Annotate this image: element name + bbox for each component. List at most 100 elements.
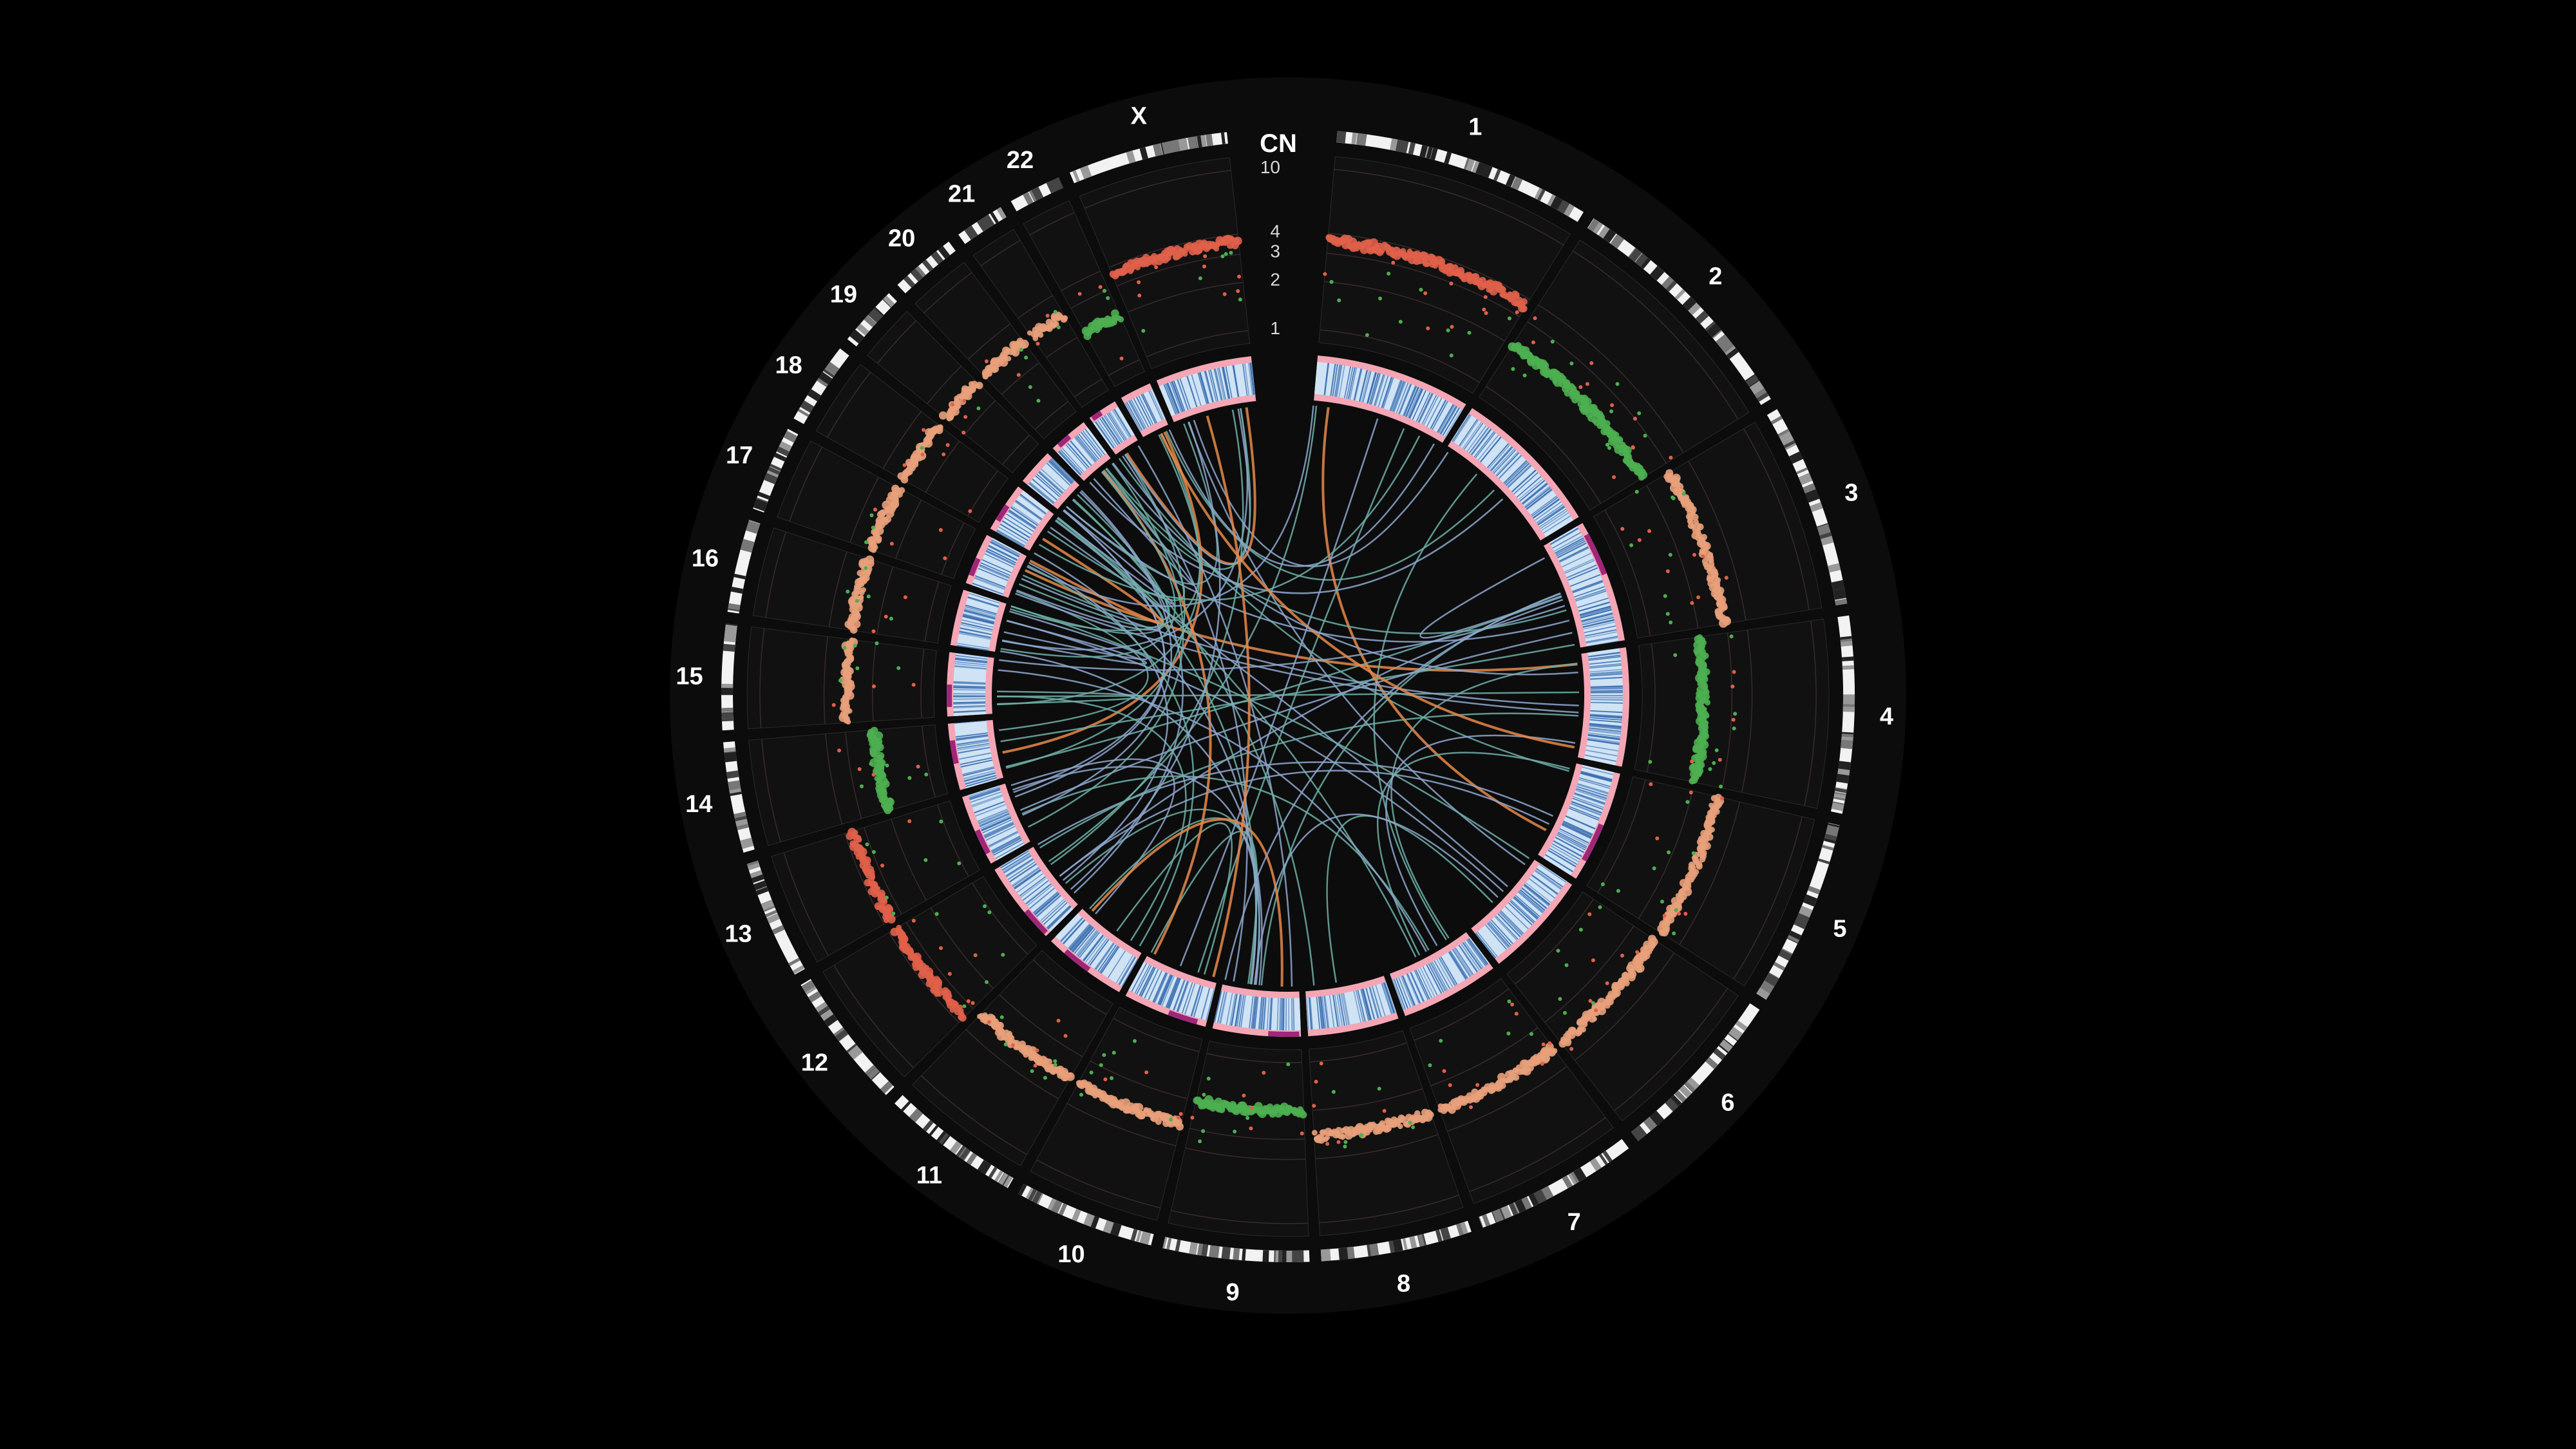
- ideogram-band: [994, 1170, 1003, 1182]
- heat-cell: [1067, 442, 1090, 468]
- heat-cell: [1574, 793, 1605, 805]
- cn-outlier: [1286, 1062, 1291, 1066]
- ideogram-band: [883, 295, 895, 308]
- cn-outlier: [1668, 553, 1672, 557]
- sv-link: [996, 691, 1579, 697]
- sv-link: [996, 695, 1187, 942]
- heat-cell: [1458, 945, 1478, 972]
- heat-cell: [1075, 929, 1097, 956]
- sv-link: [1074, 489, 1184, 894]
- heat-cell: [1226, 992, 1233, 1025]
- cn-tick-label: 1: [1270, 318, 1280, 338]
- heat-cell: [1589, 719, 1622, 723]
- heat-cell: [1036, 473, 1061, 496]
- sv-link: [1020, 632, 1573, 811]
- heat-cell: [953, 710, 986, 714]
- sv-link: [1039, 712, 1578, 849]
- heat-cell: [1426, 397, 1443, 427]
- heat-cell: [1335, 365, 1341, 397]
- cn-outlier: [1229, 251, 1233, 255]
- chromosome-label-21: 21: [948, 180, 975, 207]
- cn-gridline: [888, 932, 960, 1023]
- heat-cell: [1580, 607, 1612, 618]
- heat-cell: [955, 657, 988, 662]
- chromosome-label-6: 6: [1721, 1089, 1734, 1116]
- heat-cell: [1589, 665, 1622, 669]
- heat-cell: [1526, 488, 1552, 509]
- cn-point: [898, 487, 905, 494]
- heat-cell: [1444, 409, 1463, 437]
- heat-cell: [1438, 958, 1455, 987]
- heat-cell: [1513, 897, 1538, 920]
- cn-gridline: [1320, 329, 1480, 383]
- heat-cell: [1510, 900, 1535, 923]
- sv-link: [1021, 578, 1579, 706]
- heat-cell: [1019, 495, 1046, 515]
- cn-outlier: [1202, 1092, 1206, 1097]
- heat-cell: [1487, 443, 1510, 468]
- heat-cell: [991, 835, 1021, 852]
- ideogram-band: [1444, 151, 1452, 164]
- cn-point: [1576, 1019, 1582, 1026]
- heat-cell: [1095, 943, 1115, 971]
- heat-cell: [963, 611, 996, 620]
- cn-outlier: [1119, 356, 1124, 361]
- heat-cell: [1439, 405, 1457, 434]
- ideogram-band: [772, 925, 785, 935]
- cn-outlier: [1522, 373, 1527, 377]
- cn-outlier: [1655, 836, 1660, 840]
- heat-cell: [978, 567, 1009, 582]
- cn-outlier: [1562, 1010, 1567, 1015]
- heat-cell: [1079, 932, 1100, 958]
- ideogram-band: [1475, 162, 1487, 176]
- ideogram-band: [1205, 134, 1213, 147]
- cn-outlier: [1674, 908, 1678, 913]
- cn-outlier: [1198, 1139, 1202, 1144]
- cn-outlier: [1691, 851, 1696, 855]
- ideogram-band: [765, 909, 777, 918]
- heat-cell: [1028, 482, 1055, 504]
- heat-cell: [1410, 972, 1425, 1002]
- heat-cell: [1233, 365, 1240, 397]
- cn-outlier: [942, 452, 946, 457]
- ideogram-band: [1803, 894, 1817, 907]
- heat-marker: [996, 504, 1010, 522]
- ideogram-band: [748, 520, 761, 525]
- cn-point: [870, 726, 878, 735]
- cn-outlier: [1637, 411, 1642, 415]
- cn-gridline: [1538, 304, 1684, 453]
- sv-link: [1253, 813, 1499, 985]
- heat-cell: [1204, 371, 1213, 403]
- heat-cell: [1575, 788, 1607, 800]
- heat-cell: [1217, 368, 1225, 400]
- heat-cell: [1101, 946, 1120, 974]
- cn-gridline: [967, 323, 1011, 360]
- heat-cell: [1463, 942, 1482, 969]
- heat-cell: [975, 575, 1006, 588]
- cn-outlier: [1569, 1046, 1574, 1051]
- cn-outlier: [1671, 496, 1676, 500]
- heat-cell: [1549, 527, 1578, 545]
- ideogram-band: [1778, 949, 1792, 961]
- ideogram-band: [1679, 1084, 1692, 1098]
- heat-cell: [963, 768, 994, 777]
- heat-cell: [1034, 893, 1059, 915]
- heat-cell: [965, 606, 997, 616]
- ideogram-band: [1408, 142, 1416, 155]
- ideogram-band: [996, 207, 1007, 220]
- heat-cell: [1586, 640, 1619, 647]
- heat-cell: [1573, 796, 1604, 808]
- ideogram-band: [1683, 298, 1697, 311]
- ideogram-band: [1749, 381, 1765, 395]
- heat-cell: [1361, 370, 1370, 402]
- ideogram-band: [808, 990, 822, 1003]
- heat-cell: [1074, 437, 1095, 463]
- heat-cell: [1577, 783, 1609, 794]
- heat-cell: [956, 734, 989, 740]
- heat-cell: [1406, 974, 1420, 1004]
- heat-cell: [965, 775, 997, 785]
- cn-outlier: [962, 399, 967, 403]
- cn-gridline: [925, 440, 960, 493]
- heat-cell: [1589, 672, 1622, 676]
- ideogram-band: [1726, 348, 1739, 359]
